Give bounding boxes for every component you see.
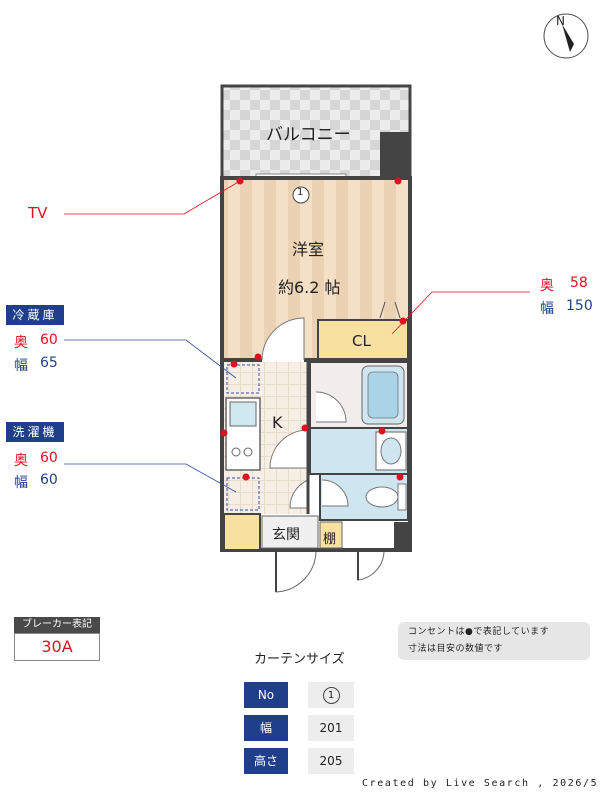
fridge-depth-key: 奥: [14, 335, 28, 351]
fridge-leader: [64, 339, 237, 379]
fridge-tag: 冷蔵庫: [6, 305, 64, 325]
curtain-value-height: 205: [308, 748, 354, 774]
curtain-value-width: 201: [308, 715, 354, 741]
western-room-label: 洋室: [292, 240, 325, 259]
closet-width-value: 150: [566, 298, 593, 314]
window-marker: [292, 186, 310, 204]
closet-width-key: 幅: [540, 301, 554, 317]
outer-wall: [220, 176, 412, 552]
sink: [229, 401, 257, 427]
compass-icon: [543, 13, 589, 59]
balcony-area: [220, 84, 412, 180]
curtain-key-no: No: [244, 682, 288, 708]
closet-leader: [391, 291, 530, 335]
tv-leader: [64, 180, 241, 215]
washer-depth-value: 60: [40, 450, 58, 466]
closet-depth-value: 58: [570, 275, 588, 291]
balcony-label: バルコニー: [266, 125, 351, 145]
fridge-space: [226, 364, 260, 394]
note-line-dimensions: 寸法は目安の数値です: [408, 644, 504, 654]
fridge-width-key: 幅: [14, 358, 28, 374]
washer-tag: 洗濯機: [6, 422, 64, 442]
washer-width-key: 幅: [14, 475, 28, 491]
balcony-pillar: [380, 132, 410, 178]
fridge-depth-value: 60: [40, 332, 58, 348]
curtain-title: カーテンサイズ: [254, 652, 345, 667]
breaker-title: ブレーカー表記: [14, 617, 100, 633]
entrance-yellow-box: [223, 513, 261, 551]
closet-depth-key: 奥: [540, 278, 554, 294]
entrance-pillar: [394, 522, 410, 550]
breaker-value: 30A: [14, 633, 100, 661]
washer-depth-key: 奥: [14, 453, 28, 469]
washer-leader: [64, 463, 237, 493]
kitchen-label: K: [272, 413, 283, 432]
tv-label: TV: [28, 204, 48, 222]
window-marker-label: 1: [297, 187, 304, 198]
credit-text: Created by Live Search , 2026/5: [362, 778, 599, 789]
curtain-value-no: 1: [308, 682, 354, 708]
entrance-label: 玄関: [272, 527, 300, 543]
note-line-outlet: コンセントは●で表記しています: [408, 627, 550, 637]
washer-width-value: 60: [40, 472, 58, 488]
curtain-key-height: 高さ: [244, 748, 288, 774]
shelf-box: [319, 521, 343, 549]
curtain-no-circle: 1: [322, 687, 340, 704]
entrance-floor: [261, 515, 319, 549]
fridge-width-value: 65: [40, 355, 58, 371]
curtain-key-width: 幅: [244, 715, 288, 741]
western-room-size: 約6.2 帖: [278, 278, 341, 297]
compass-north-label: N: [556, 14, 565, 28]
closet-label: CL: [352, 332, 371, 350]
shelf-label: 棚: [323, 532, 337, 547]
notes-box: コンセントは●で表記しています 寸法は目安の数値です: [398, 622, 590, 660]
